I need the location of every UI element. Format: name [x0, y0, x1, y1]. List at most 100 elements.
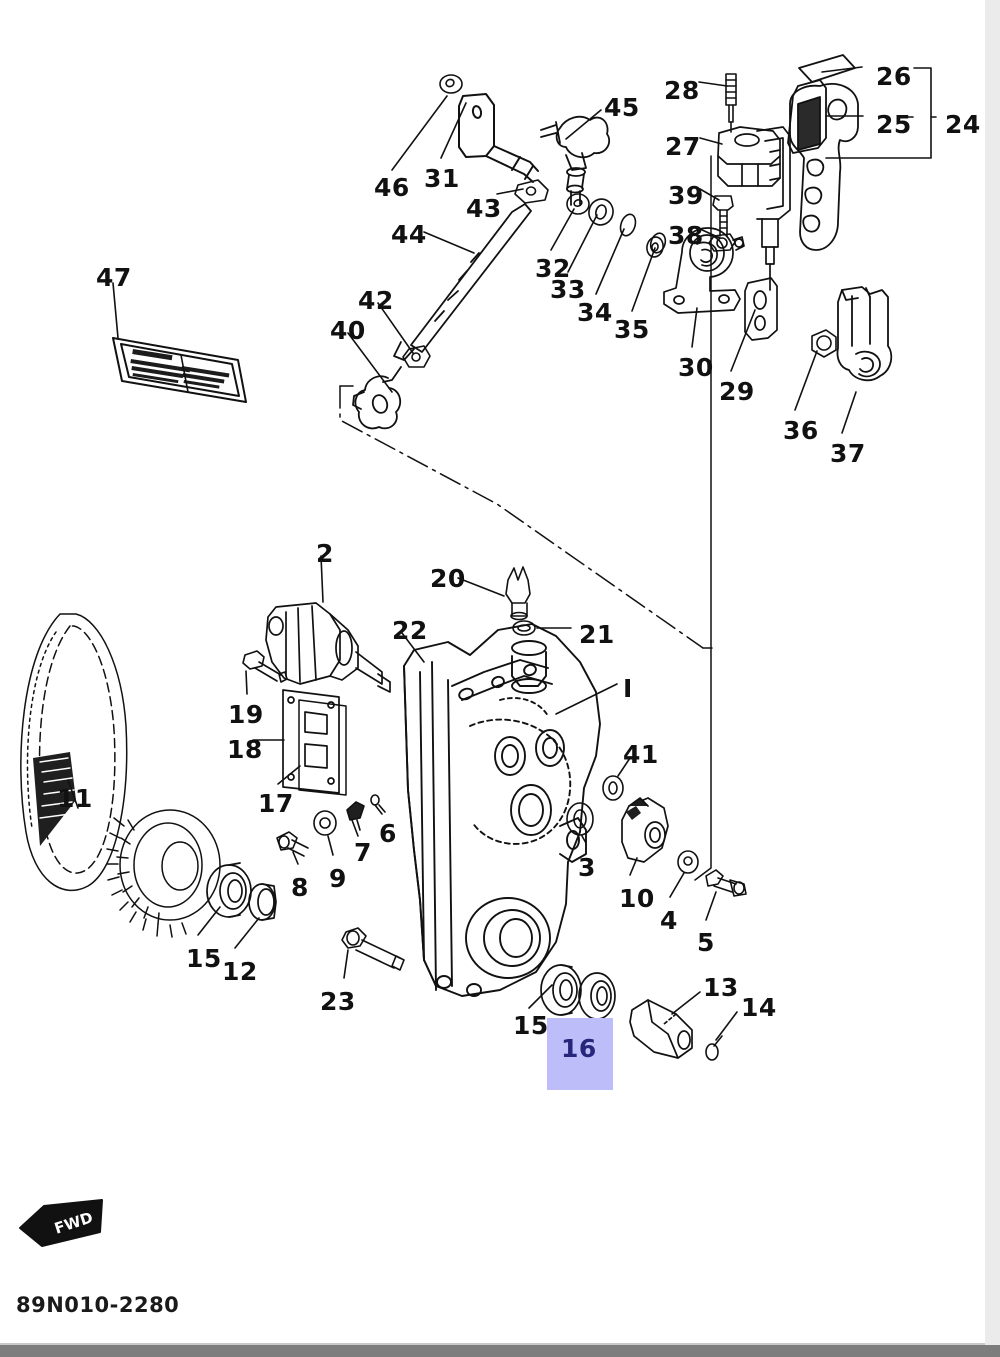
callout-15-bearing-lower[interactable]: 15: [513, 1011, 549, 1040]
part-43-pin: [514, 179, 549, 204]
part-3-oil-seal: [566, 802, 594, 836]
callout-24-handle-assembly[interactable]: 24: [945, 110, 981, 139]
part-40-rod-end: [352, 366, 402, 430]
part-27-bracket: [717, 126, 791, 291]
part-30-washer: [646, 236, 664, 258]
callout-1-gear-case[interactable]: I: [623, 674, 633, 703]
part-18-plate: [282, 689, 340, 794]
callout-18-plate[interactable]: 18: [227, 735, 263, 764]
callout-2-shift-rod-assembly[interactable]: 2: [316, 539, 334, 568]
callout-14-pin[interactable]: 14: [741, 993, 777, 1022]
callout-27-bracket[interactable]: 27: [665, 132, 701, 161]
callout-21-o-ring[interactable]: 21: [579, 620, 615, 649]
callout-16-oil-seal[interactable]: 16: [561, 1034, 597, 1063]
callout-47-decal[interactable]: 47: [96, 263, 132, 292]
leader-17: [277, 765, 301, 785]
leader-2: [320, 555, 324, 603]
part-12-collar: [248, 883, 277, 921]
part-16-oil-seal: [578, 972, 616, 1020]
leader-13: [671, 991, 701, 1015]
callout-13-housing[interactable]: 13: [703, 973, 739, 1002]
callout-37-holder[interactable]: 37: [830, 439, 866, 468]
callout-11-belt[interactable]: 11: [57, 784, 93, 813]
callout-42-clip[interactable]: 42: [358, 286, 394, 315]
callout-4-washer[interactable]: 4: [660, 906, 678, 935]
callout-5-bolt[interactable]: 5: [697, 928, 715, 957]
part-2-pump: [265, 602, 391, 693]
part-32-washer: [566, 193, 590, 215]
leader-39: [699, 188, 720, 201]
part-46-washer: [439, 74, 463, 94]
callout-6-pin[interactable]: 6: [379, 819, 397, 848]
part-gear-sprocket: [106, 809, 221, 938]
callout-33-washer[interactable]: 33: [550, 275, 586, 304]
part-1-gear-case: [403, 623, 601, 997]
leader-44: [423, 231, 475, 254]
callout-31-lever[interactable]: 31: [424, 164, 460, 193]
leader-1: [555, 683, 618, 715]
leader-37: [841, 391, 857, 434]
callout-20-breather[interactable]: 20: [430, 564, 466, 593]
callout-15-bearing-left[interactable]: 15: [186, 944, 222, 973]
callout-38-bolt[interactable]: 38: [668, 221, 704, 250]
leader-23: [343, 949, 349, 979]
page-right-gutter: [985, 0, 1000, 1345]
callout-25-grip[interactable]: 25: [876, 110, 912, 139]
leader-7: [356, 819, 361, 831]
part-47-decal-divider: [180, 354, 189, 393]
callout-10-bracket[interactable]: 10: [619, 884, 655, 913]
part-11-belt: [20, 613, 128, 892]
part-37-holder: [836, 286, 893, 382]
callout-23-bolt[interactable]: 23: [320, 987, 356, 1016]
leader-36: [794, 350, 818, 411]
callout-7-screw[interactable]: 7: [354, 838, 372, 867]
callout-12-collar[interactable]: 12: [222, 957, 258, 986]
callout-36-nut[interactable]: 36: [783, 416, 819, 445]
callout-41-ring[interactable]: 41: [623, 740, 659, 769]
callout-26-emblem[interactable]: 26: [876, 62, 912, 91]
callout-44-rod[interactable]: 44: [391, 220, 427, 249]
part-23-bolt: [341, 927, 405, 971]
part-20-breather: [505, 566, 531, 621]
callout-17-gasket[interactable]: 17: [258, 789, 294, 818]
leader-47: [112, 282, 119, 339]
leader-5: [705, 891, 717, 921]
leader-19: [245, 670, 248, 695]
diagram-artboard: I 2 3 4 5 6 7 8 9 10 11 12 13 14 15 15 1…: [16, 54, 981, 1317]
leader-42: [377, 302, 414, 354]
part-10-bracket: [621, 797, 669, 863]
callout-45-knob[interactable]: 45: [604, 93, 640, 122]
callout-22-cover[interactable]: 22: [392, 616, 428, 645]
callout-28-screw[interactable]: 28: [664, 76, 700, 105]
leader-43: [496, 188, 524, 195]
page-bottom-inner-rule: [0, 1343, 1000, 1345]
leader-3: [581, 835, 587, 844]
selection-highlight-16[interactable]: [547, 1018, 613, 1090]
leader-34: [595, 228, 625, 295]
leader-11: [67, 779, 79, 809]
leader-8: [292, 851, 299, 865]
callout-40-joint[interactable]: 40: [330, 316, 366, 345]
callout-32-washer[interactable]: 32: [535, 254, 571, 283]
callout-43-pin[interactable]: 43: [466, 194, 502, 223]
callout-46-washer[interactable]: 46: [374, 173, 410, 202]
callout-35-washer[interactable]: 35: [614, 315, 650, 344]
part-15-bearing-lower: [540, 964, 582, 1016]
callout-19-bolt[interactable]: 19: [228, 700, 264, 729]
part-19-bolt: [242, 650, 288, 683]
leader-45: [565, 109, 602, 140]
part-15-bearing-left: [206, 862, 252, 918]
callout-29-link[interactable]: 29: [719, 377, 755, 406]
leader-29: [730, 309, 756, 372]
fwd-arrow-icon: [19, 1199, 103, 1247]
callout-9-washer[interactable]: 9: [329, 864, 347, 893]
callout-8-bolt[interactable]: 8: [291, 873, 309, 902]
callout-34-washer[interactable]: 34: [577, 298, 613, 327]
part-44-rod: [393, 203, 532, 361]
callout-3-oil-seal[interactable]: 3: [578, 853, 596, 882]
callout-30-bracket[interactable]: 30: [678, 353, 714, 382]
callout-39-nut[interactable]: 39: [668, 181, 704, 210]
part-29-link: [744, 277, 778, 341]
leader-20: [457, 577, 505, 597]
